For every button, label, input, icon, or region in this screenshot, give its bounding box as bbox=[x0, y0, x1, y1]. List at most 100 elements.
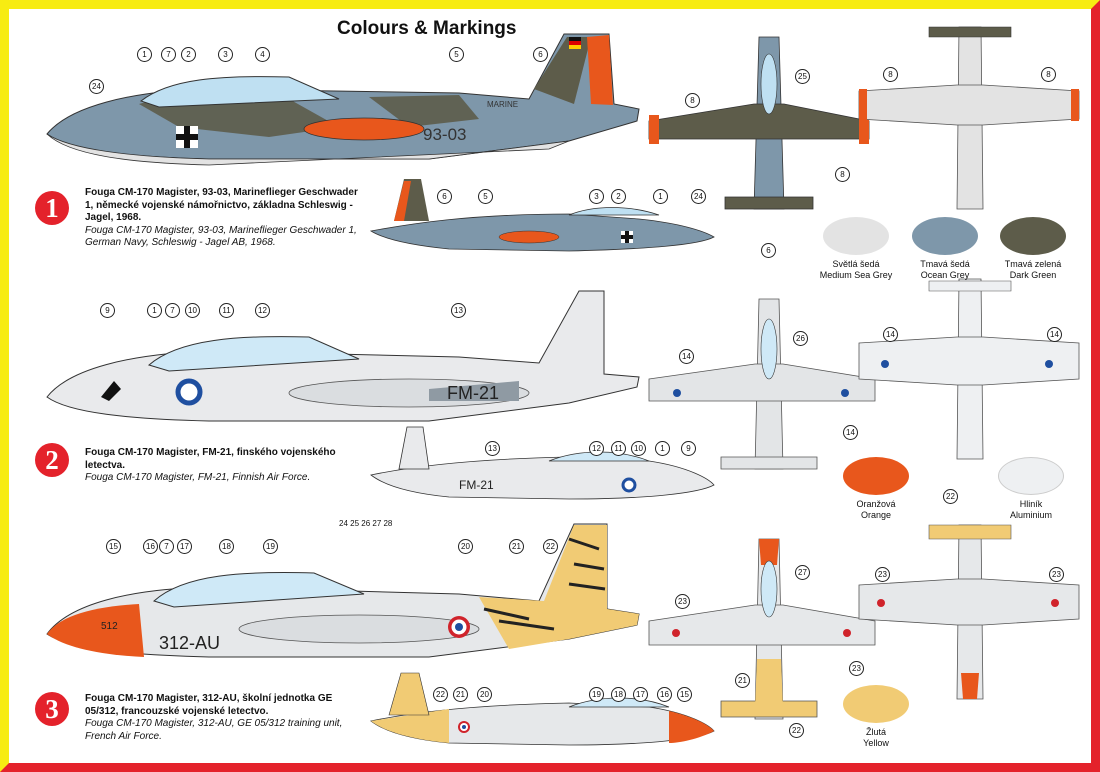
scheme-3-text-cz: Fouga CM-170 Magister, 312-AU, školní je… bbox=[85, 693, 333, 717]
swatch-dark-green: Tmavá zelená Dark Green bbox=[992, 217, 1074, 281]
callout: 3 bbox=[589, 189, 604, 204]
callout: 10 bbox=[631, 441, 646, 456]
callout: 23 bbox=[875, 567, 890, 582]
aircraft-artwork: 93-03 MARINE bbox=[46, 26, 1080, 746]
callout: 23 bbox=[1049, 567, 1064, 582]
stencil-callouts: 24 25 26 27 28 bbox=[339, 519, 393, 528]
profile-2-large: FM-21 bbox=[46, 290, 640, 422]
swatch-oval bbox=[1000, 217, 1066, 255]
callout: 8 bbox=[835, 167, 850, 182]
profile-2-small-code: FM-21 bbox=[459, 478, 494, 492]
scheme-2-text-cz: Fouga CM-170 Magister, FM-21, finského v… bbox=[85, 447, 336, 471]
callout: 8 bbox=[685, 93, 700, 108]
swatch-medium-sea-grey: Světlá šedá Medium Sea Grey bbox=[815, 217, 897, 281]
plan-3-top bbox=[648, 538, 876, 720]
scheme-number-1: 1 bbox=[35, 191, 69, 225]
callout: 7 bbox=[161, 47, 176, 62]
callout: 1 bbox=[655, 441, 670, 456]
scheme-1-text-en: Fouga CM-170 Magister, 93-03, Marineflie… bbox=[85, 224, 357, 249]
plan-2-under bbox=[858, 278, 1080, 460]
scheme-3-text-en: Fouga CM-170 Magister, 312-AU, GE 05/312… bbox=[85, 718, 343, 742]
scheme-1-text-cz: Fouga CM-170 Magister, 93-03, Marineflie… bbox=[85, 187, 358, 223]
swatch-label-cz: Oranžová bbox=[856, 499, 896, 509]
scheme-3-description: Fouga CM-170 Magister, 312-AU, školní je… bbox=[85, 693, 365, 743]
callout: 20 bbox=[477, 687, 492, 702]
callout: 22 bbox=[543, 539, 558, 554]
profile-3-small bbox=[370, 672, 715, 746]
callout: 24 bbox=[89, 79, 104, 94]
callout: 16 bbox=[657, 687, 672, 702]
profile-1-tail-text: MARINE bbox=[487, 100, 518, 109]
plan-3-under bbox=[858, 524, 1080, 700]
callout: 1 bbox=[653, 189, 668, 204]
callout: 2 bbox=[611, 189, 626, 204]
callout: 18 bbox=[219, 539, 234, 554]
scheme-2-text-en: Fouga CM-170 Magister, FM-21, Finnish Ai… bbox=[85, 472, 311, 483]
swatch-yellow: Žlutá Yellow bbox=[835, 685, 917, 749]
callout: 13 bbox=[485, 441, 500, 456]
scheme-number-3: 3 bbox=[35, 692, 69, 726]
callout: 7 bbox=[165, 303, 180, 318]
scheme-1-description: Fouga CM-170 Magister, 93-03, Marineflie… bbox=[85, 187, 365, 250]
callout: 22 bbox=[789, 723, 804, 738]
callout: 22 bbox=[943, 489, 958, 504]
profile-1-small bbox=[369, 179, 715, 252]
swatch-oval bbox=[843, 685, 909, 723]
swatch-label-en: Dark Green bbox=[1009, 270, 1057, 280]
callout: 18 bbox=[611, 687, 626, 702]
callout: 19 bbox=[589, 687, 604, 702]
callout: 8 bbox=[883, 67, 898, 82]
swatch-oval bbox=[912, 217, 978, 255]
swatch-orange: Oranžová Orange bbox=[835, 457, 917, 521]
callout: 6 bbox=[761, 243, 776, 258]
swatch-label-cz: Hliník bbox=[1019, 499, 1043, 509]
swatch-oval bbox=[998, 457, 1064, 495]
callout: 1 bbox=[137, 47, 152, 62]
callout: 24 bbox=[691, 189, 706, 204]
callout: 25 bbox=[795, 69, 810, 84]
swatch-oval bbox=[823, 217, 889, 255]
callout: 21 bbox=[735, 673, 750, 688]
callout: 2 bbox=[181, 47, 196, 62]
callout: 15 bbox=[677, 687, 692, 702]
swatch-label-en: Aluminium bbox=[1009, 510, 1052, 520]
callout: 1 bbox=[147, 303, 162, 318]
callout: 26 bbox=[793, 331, 808, 346]
callout: 11 bbox=[219, 303, 234, 318]
callout: 17 bbox=[177, 539, 192, 554]
callout: 20 bbox=[458, 539, 473, 554]
callout: 19 bbox=[263, 539, 278, 554]
swatch-label-cz: Žlutá bbox=[865, 727, 886, 737]
callout: 5 bbox=[449, 47, 464, 62]
callout: 10 bbox=[185, 303, 200, 318]
callout: 21 bbox=[453, 687, 468, 702]
swatch-label-cz: Světlá šedá bbox=[832, 259, 880, 269]
callout: 4 bbox=[255, 47, 270, 62]
swatch-label-cz: Tmavá zelená bbox=[1004, 259, 1062, 269]
profile-3-large: 312-AU 512 bbox=[46, 523, 640, 658]
callout: 23 bbox=[675, 594, 690, 609]
callout: 11 bbox=[611, 441, 626, 456]
swatch-aluminium: Hliník Aluminium bbox=[990, 457, 1072, 521]
callout: 8 bbox=[1041, 67, 1056, 82]
callout: 16 bbox=[143, 539, 158, 554]
callout: 14 bbox=[1047, 327, 1062, 342]
callout: 12 bbox=[255, 303, 270, 318]
callout: 5 bbox=[478, 189, 493, 204]
page-title: Colours & Markings bbox=[337, 18, 517, 39]
swatch-ocean-grey: Tmavá šedá Ocean Grey bbox=[904, 217, 986, 281]
profile-1-large: 93-03 MARINE bbox=[46, 33, 640, 166]
callout: 12 bbox=[589, 441, 604, 456]
swatch-label-cz: Tmavá šedá bbox=[920, 259, 970, 269]
callout: 6 bbox=[437, 189, 452, 204]
plan-1-top bbox=[648, 36, 870, 210]
swatch-label-en: Yellow bbox=[863, 738, 889, 748]
profile-3-nose-text: 512 bbox=[101, 621, 118, 632]
callout: 9 bbox=[681, 441, 696, 456]
callout: 23 bbox=[849, 661, 864, 676]
callout: 7 bbox=[159, 539, 174, 554]
profile-2-small: FM-21 bbox=[370, 426, 715, 500]
profile-1-code: 93-03 bbox=[423, 125, 466, 144]
callout: 14 bbox=[883, 327, 898, 342]
